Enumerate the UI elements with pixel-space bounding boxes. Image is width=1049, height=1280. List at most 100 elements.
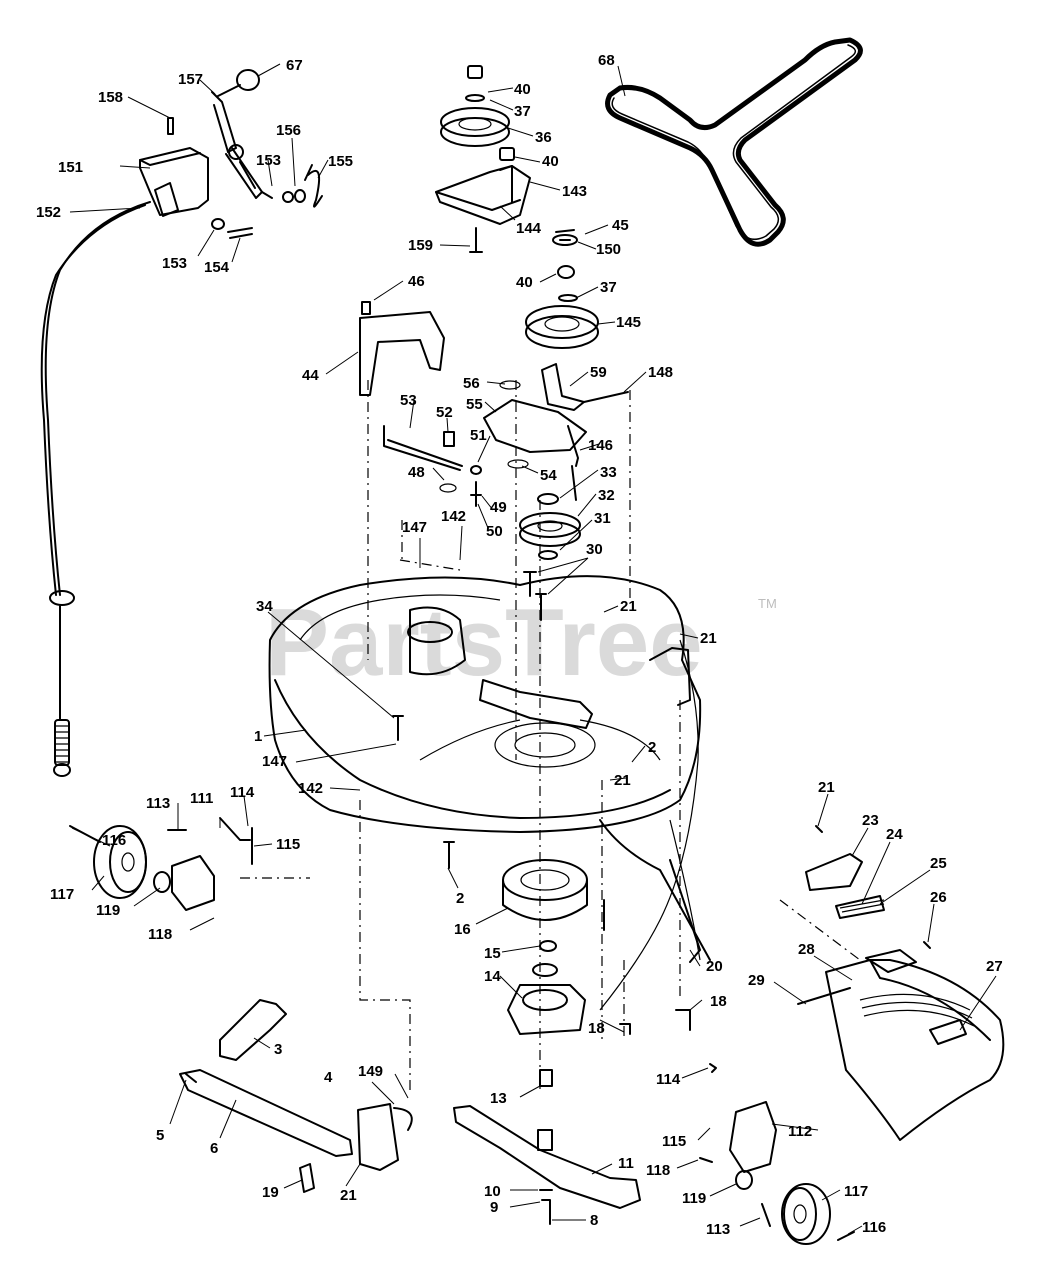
label-30: 30 [586, 541, 603, 558]
label-48: 48 [408, 464, 425, 481]
label-115a: 115 [276, 836, 300, 853]
label-40b: 40 [542, 153, 559, 170]
watermark: PartsTree [265, 589, 703, 696]
label-26: 26 [930, 889, 947, 906]
label-20: 20 [706, 958, 723, 975]
label-21a: 21 [620, 598, 637, 615]
label-9: 9 [490, 1199, 498, 1216]
label-45: 45 [612, 217, 629, 234]
label-147a: 147 [402, 519, 427, 536]
label-2a: 2 [648, 739, 656, 756]
label-153b: 153 [162, 255, 187, 272]
label-116b: 116 [862, 1219, 886, 1236]
label-19: 19 [262, 1184, 279, 1201]
label-1: 1 [254, 728, 262, 745]
label-32: 32 [598, 487, 615, 504]
label-50: 50 [486, 523, 503, 540]
label-6: 6 [210, 1140, 218, 1157]
label-118b: 118 [646, 1162, 670, 1179]
watermark-tm: TM [758, 596, 777, 611]
label-56: 56 [463, 375, 480, 392]
label-37b: 37 [600, 279, 617, 296]
label-52: 52 [436, 404, 453, 421]
label-21e: 21 [340, 1187, 357, 1204]
label-11: 11 [618, 1155, 634, 1172]
label-152: 152 [36, 204, 61, 221]
label-53: 53 [400, 392, 417, 409]
label-150: 150 [596, 241, 621, 258]
tension-rod [383, 425, 482, 507]
label-3: 3 [274, 1041, 282, 1058]
label-142a: 142 [441, 508, 466, 525]
label-27: 27 [986, 958, 1003, 975]
label-25: 25 [930, 855, 947, 872]
discharge-chute-icon [797, 853, 1005, 1141]
label-16: 16 [454, 921, 471, 938]
gauge-wheel-icon [699, 1101, 855, 1245]
label-37a: 37 [514, 103, 531, 120]
pulley-icon [519, 493, 581, 560]
label-116a: 116 [102, 832, 126, 849]
label-10: 10 [484, 1183, 501, 1200]
label-55: 55 [466, 396, 483, 413]
label-2b: 2 [456, 890, 464, 907]
belt-icon [605, 37, 863, 247]
pulley-icon [525, 229, 599, 411]
cable-icon [40, 201, 151, 777]
label-23: 23 [862, 812, 879, 829]
bracket [359, 301, 445, 396]
label-15: 15 [484, 945, 501, 962]
label-145: 145 [616, 314, 641, 331]
label-147b: 147 [262, 753, 287, 770]
label-46: 46 [408, 273, 425, 290]
label-146: 146 [588, 437, 613, 454]
mower-deck [268, 575, 711, 1011]
label-158: 158 [98, 89, 123, 106]
label-111: 111 [190, 790, 213, 807]
label-21c: 21 [614, 772, 631, 789]
label-115b: 115 [662, 1133, 686, 1150]
label-4: 4 [324, 1069, 333, 1086]
label-154: 154 [204, 259, 230, 276]
label-114a: 114 [230, 784, 255, 801]
label-5: 5 [156, 1127, 164, 1144]
label-117a: 117 [50, 886, 74, 903]
label-18b: 18 [588, 1020, 605, 1037]
label-59: 59 [590, 364, 607, 381]
label-113b: 113 [706, 1221, 730, 1238]
label-54: 54 [540, 467, 557, 484]
label-40a: 40 [514, 81, 531, 98]
label-40c: 40 [516, 274, 533, 291]
label-118a: 118 [148, 926, 172, 943]
front-hanger-assembly [179, 999, 413, 1193]
label-149: 149 [358, 1063, 383, 1080]
label-28: 28 [798, 941, 815, 958]
label-113a: 113 [146, 795, 170, 812]
control-lever-assembly [139, 69, 323, 239]
part-labels: 151 152 158 157 67 156 153 155 153 154 4… [36, 52, 1003, 1238]
label-14: 14 [484, 968, 501, 985]
label-144: 144 [516, 220, 542, 237]
label-114b: 114 [656, 1071, 681, 1088]
label-13: 13 [490, 1090, 507, 1107]
label-29: 29 [748, 972, 765, 989]
label-157: 157 [178, 71, 203, 88]
label-21b: 21 [700, 630, 717, 647]
label-34: 34 [256, 598, 273, 615]
gauge-wheel-icon [69, 817, 253, 911]
label-143: 143 [562, 183, 587, 200]
label-151: 151 [58, 159, 83, 176]
label-21d: 21 [818, 779, 835, 796]
label-153a: 153 [256, 152, 281, 169]
label-68: 68 [598, 52, 615, 69]
label-31: 31 [594, 510, 611, 527]
idler-arm [483, 380, 629, 501]
label-8: 8 [590, 1212, 598, 1229]
label-36: 36 [535, 129, 552, 146]
label-44: 44 [302, 367, 319, 384]
label-119b: 119 [682, 1190, 706, 1207]
label-51: 51 [470, 427, 487, 444]
label-67: 67 [286, 57, 303, 74]
label-142b: 142 [298, 780, 323, 797]
label-159: 159 [408, 237, 433, 254]
